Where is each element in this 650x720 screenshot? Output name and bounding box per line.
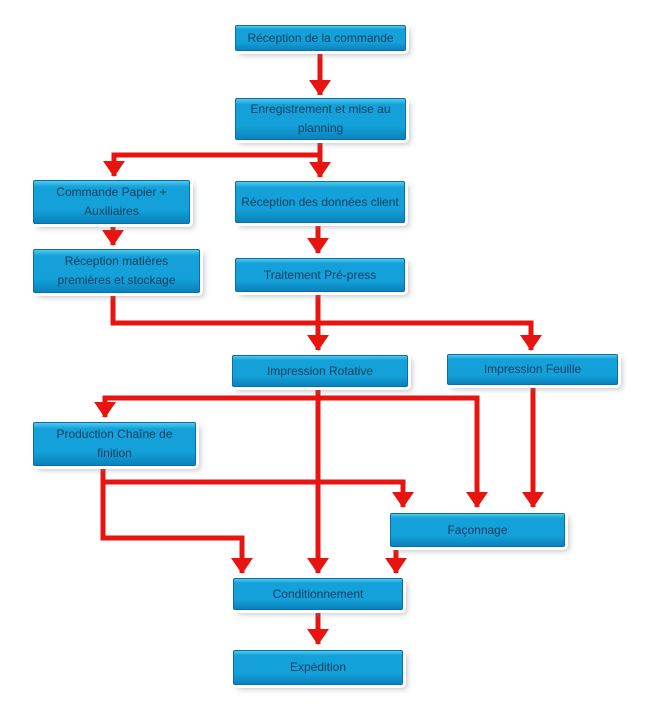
- node-conditionnement: Conditionnement: [233, 578, 403, 610]
- edge-reception-matieres-impression-feuille: [110, 292, 543, 351]
- node-faconnage: Façonnage: [390, 513, 565, 547]
- node-reception-donnees-client: Réception des données client: [235, 181, 405, 223]
- node-production-chaine-finition: Production Chaîne de finition: [33, 422, 196, 466]
- edge-impression-rotative-faconnage: [318, 395, 489, 508]
- edge-impression-rotative-production-chaine: [94, 395, 318, 418]
- node-traitement-pre-press: Traitement Pré-press: [235, 258, 405, 292]
- edge-production-chaine-conditionnement: [100, 479, 254, 574]
- node-enregistrement-planning: Enregistrement et mise au planning: [235, 98, 406, 140]
- node-reception-matieres-stockage: Réception matières premières et stockage: [33, 249, 200, 293]
- node-commande-papier-auxiliaires: Commande Papier + Auxiliaires: [33, 180, 190, 224]
- node-reception-commande: Réception de la commande: [235, 25, 406, 51]
- node-impression-feuille: Impression Feuille: [447, 354, 618, 385]
- edge-enregistrement-commande-papier: [103, 140, 323, 177]
- edge-production-chaine-faconnage: [100, 466, 415, 508]
- node-expedition: Expédition: [233, 650, 403, 685]
- node-impression-rotative: Impression Rotative: [232, 355, 408, 387]
